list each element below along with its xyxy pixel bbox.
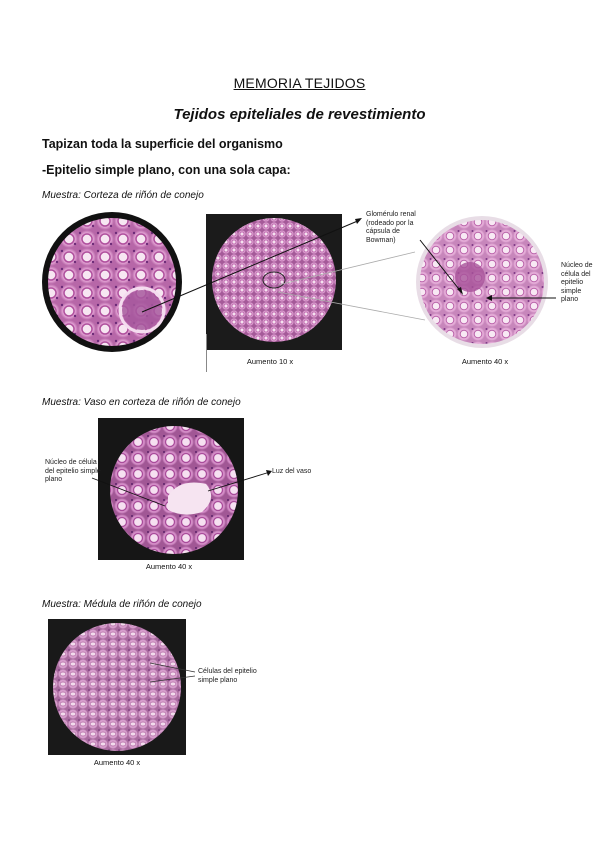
caption-vessel-40x: Aumento 40 x: [145, 562, 193, 571]
annotation-glomerulo: Glomérulo renal (rodeado por la cápsula …: [366, 211, 416, 244]
annotation-nucleo-vessel: Núcleo de célula del epitelio simple pla…: [45, 459, 101, 483]
document-title: MEMORIA TEJIDOS: [233, 75, 366, 91]
annotation-nucleo-cortex: Núcleo de célula del epitelio simple pla…: [561, 262, 593, 303]
annotation-celulas-medulla: Células del epitelio simple plano: [198, 668, 257, 684]
intro-text: Tapizan toda la superficie del organismo: [42, 137, 283, 151]
subsection-heading: -Epitelio simple plano, con una sola cap…: [42, 163, 291, 177]
caption-40x: Aumento 40 x: [461, 357, 509, 366]
micrograph-cortex-10x: [212, 218, 336, 342]
annotation-lines-sample2: [91, 470, 272, 507]
caption-10x: Aumento 10 x: [246, 357, 294, 366]
micrograph-cortex-40x: [416, 216, 548, 348]
sample-label-cortex: Muestra: Corteza de riñón de conejo: [42, 190, 204, 201]
micrograph-cortex-detail: [42, 212, 182, 352]
sample-label-vessel: Muestra: Vaso en corteza de riñón de con…: [42, 397, 241, 408]
sample-label-medulla: Muestra: Médula de riñón de conejo: [42, 599, 202, 610]
caption-medulla-40x: Aumento 40 x: [93, 758, 141, 767]
micrograph-medulla-40x: [53, 623, 181, 751]
annotation-luz-vaso: Luz del vaso: [272, 468, 312, 475]
micrograph-vessel-40x: [110, 426, 238, 554]
annotation-lines-sample1: [141, 218, 556, 321]
section-heading: Tejidos epiteliales de revestimiento: [173, 106, 426, 123]
